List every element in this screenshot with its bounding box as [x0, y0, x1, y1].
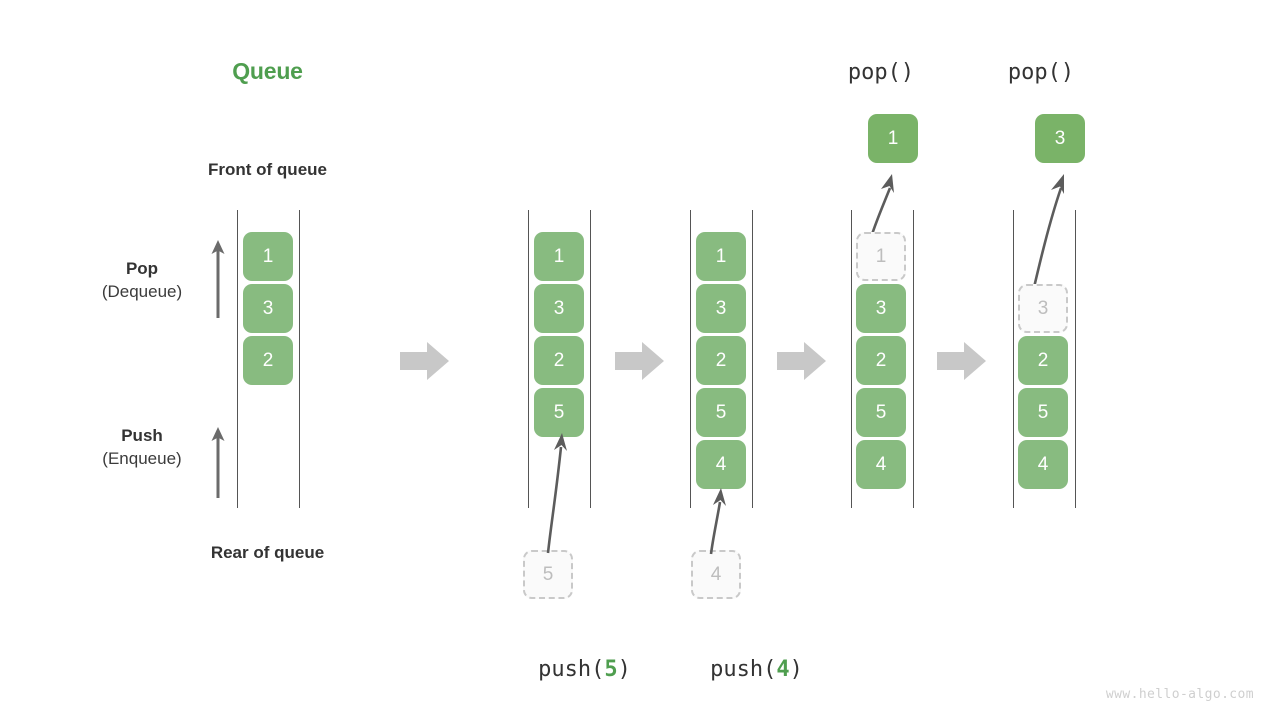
queue-rail-left-stage-2 [528, 210, 529, 508]
popped-element: 3 [1035, 114, 1085, 163]
popped-element: 1 [868, 114, 918, 163]
push-caption-prefix: push( [710, 657, 777, 682]
queue-cell-removed-ghost: 3 [1018, 284, 1068, 333]
queue-cell: 3 [856, 284, 906, 333]
push-operation-label: Push (Enqueue) [57, 425, 227, 471]
queue-cell: 3 [534, 284, 584, 333]
queue-cell: 4 [1018, 440, 1068, 489]
push-caption-prefix: push( [538, 657, 605, 682]
queue-rail-left-stage-1 [237, 210, 238, 508]
queue-cell-new: 5 [534, 388, 584, 437]
push-label-sub: (Enqueue) [102, 448, 182, 468]
transition-arrow-icon [777, 342, 826, 380]
queue-cell: 1 [534, 232, 584, 281]
operation-caption-pop-1: pop() [847, 60, 915, 85]
queue-rail-right-stage-2 [590, 210, 591, 508]
push-caption-arg: 5 [604, 657, 618, 682]
incoming-element-ghost: 5 [523, 550, 573, 599]
operation-caption-push-4: push(4) [630, 632, 830, 707]
queue-cell: 5 [696, 388, 746, 437]
queue-cell: 2 [696, 336, 746, 385]
queue-rail-left-stage-5 [1013, 210, 1014, 508]
page-title: Queue [232, 58, 303, 84]
queue-rail-right-stage-3 [752, 210, 753, 508]
rear-of-queue-label: Rear of queue [210, 543, 325, 562]
queue-cell-new: 4 [696, 440, 746, 489]
queue-rail-left-stage-3 [690, 210, 691, 508]
queue-cell: 5 [856, 388, 906, 437]
transition-arrow-icon [615, 342, 664, 380]
pop-operation-label: Pop (Dequeue) [57, 258, 227, 304]
queue-cell: 2 [534, 336, 584, 385]
push-caption-suffix: ) [617, 657, 631, 682]
pop-direction-arrow-icon [211, 240, 225, 318]
queue-cell: 4 [856, 440, 906, 489]
queue-cell: 1 [696, 232, 746, 281]
pop-label-sub: (Dequeue) [101, 281, 183, 301]
transition-arrow-icon [400, 342, 449, 380]
front-of-queue-label: Front of queue [208, 160, 327, 179]
operation-caption-pop-3: pop() [1007, 60, 1075, 85]
push-direction-arrow-icon [211, 427, 225, 498]
queue-cell: 3 [243, 284, 293, 333]
queue-rail-right-stage-4 [913, 210, 914, 508]
push-motion-arrow-icon [709, 488, 726, 555]
pop-label-main: Pop [125, 259, 159, 278]
queue-cell: 2 [1018, 336, 1068, 385]
queue-cell-removed-ghost: 1 [856, 232, 906, 281]
queue-rail-right-stage-1 [299, 210, 300, 508]
queue-cell: 5 [1018, 388, 1068, 437]
queue-rail-right-stage-5 [1075, 210, 1076, 508]
push-label-main: Push [121, 426, 163, 445]
push-caption-arg: 4 [776, 657, 790, 682]
queue-rail-left-stage-4 [851, 210, 852, 508]
pop-motion-arrow-icon [1030, 174, 1064, 297]
queue-cell: 2 [243, 336, 293, 385]
push-caption-suffix: ) [789, 657, 803, 682]
transition-arrow-icon [937, 342, 986, 380]
incoming-element-ghost: 4 [691, 550, 741, 599]
queue-cell: 3 [696, 284, 746, 333]
queue-cell: 2 [856, 336, 906, 385]
queue-cell: 1 [243, 232, 293, 281]
watermark: www.hello-algo.com [1105, 687, 1254, 702]
operation-caption-push-5: push(5) [458, 632, 658, 707]
push-motion-arrow-icon [546, 433, 567, 554]
